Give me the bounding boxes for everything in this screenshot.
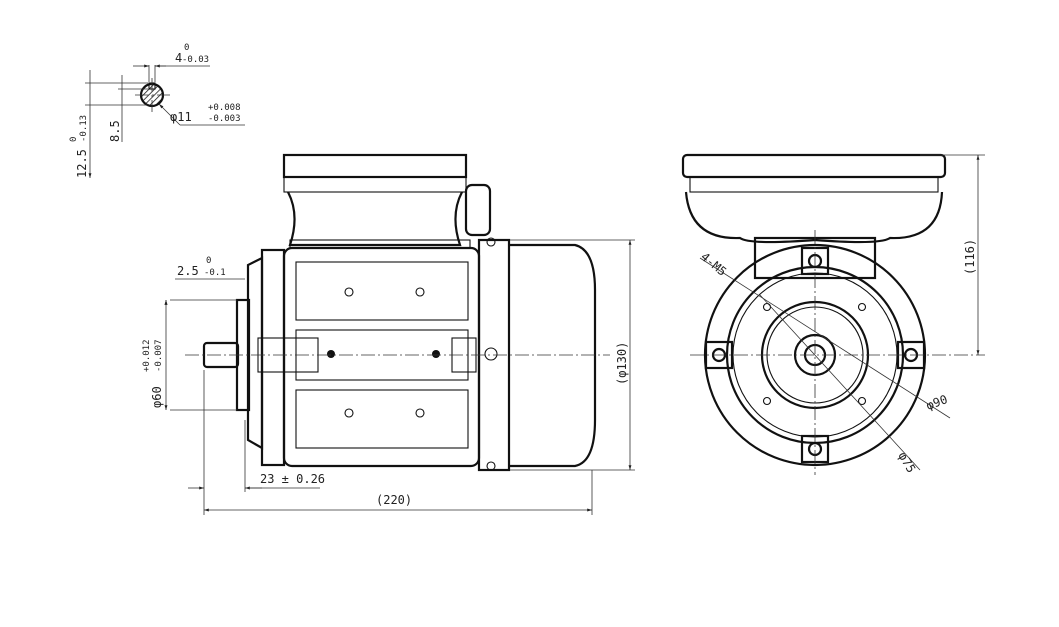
key-depth-label: 8.5 — [108, 120, 122, 142]
spigot-end-label: φ75 — [895, 450, 918, 476]
threaded-holes-label: 4-M5 — [698, 250, 729, 279]
spigot-tol-lower: -0.007 — [154, 339, 164, 372]
motor-end-view — [681, 153, 985, 475]
flange-step-label: 2.5 — [177, 264, 199, 278]
shaft-dia-tol-lower: -0.003 — [208, 114, 241, 124]
body-dia-label: (φ130) — [615, 342, 629, 385]
key-width-tol-lower: -0.03 — [182, 55, 209, 65]
key-height-tol-upper: 0 — [69, 137, 79, 142]
key-width-label: 4 — [175, 51, 182, 65]
spigot-tol-upper: +0.012 — [142, 339, 152, 372]
key-width-tol-upper: 0 — [184, 43, 189, 53]
spigot-dia-label: φ60 — [150, 386, 164, 408]
overall-length-label: (220) — [376, 493, 412, 507]
key-height-tol-lower: -0.13 — [79, 115, 89, 142]
shaft-length-label: 23 ± 0.26 — [260, 472, 325, 486]
shaft-dia-label: φ11 — [170, 110, 192, 124]
motor-side-view — [164, 153, 635, 515]
shaft-dia-tol-upper: +0.008 — [208, 103, 241, 113]
pcd-label: φ90 — [924, 392, 949, 413]
height-to-center-label: (116) — [963, 239, 977, 275]
flange-step-tol-lower: -0.1 — [204, 268, 226, 278]
shaft-key-section — [85, 64, 245, 179]
key-height-label: 12.5 — [75, 149, 89, 178]
flange-step-tol-upper: 0 — [206, 256, 211, 266]
